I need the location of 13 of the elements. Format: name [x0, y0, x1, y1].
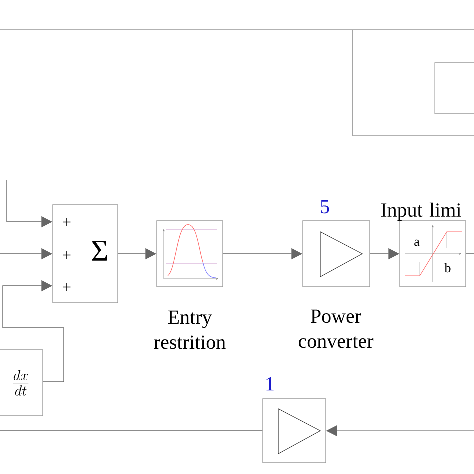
arrow — [2, 280, 64, 382]
gain-block — [262, 398, 326, 464]
function-block — [156, 220, 224, 288]
block-label: Input limi — [381, 202, 462, 222]
gain-block — [302, 220, 370, 288]
gain-value: 5 — [321, 200, 330, 214]
summing-block: + + + Σ — [52, 204, 118, 304]
derivative-block: $\frac{dx}{dt}$ — [0, 350, 44, 416]
saturation-block: a b — [400, 220, 466, 288]
block-label: Entry restrition — [154, 310, 226, 350]
block-label: Power converter — [299, 310, 374, 348]
subsystem-block — [434, 62, 474, 114]
gain-value: 1 — [266, 377, 274, 391]
